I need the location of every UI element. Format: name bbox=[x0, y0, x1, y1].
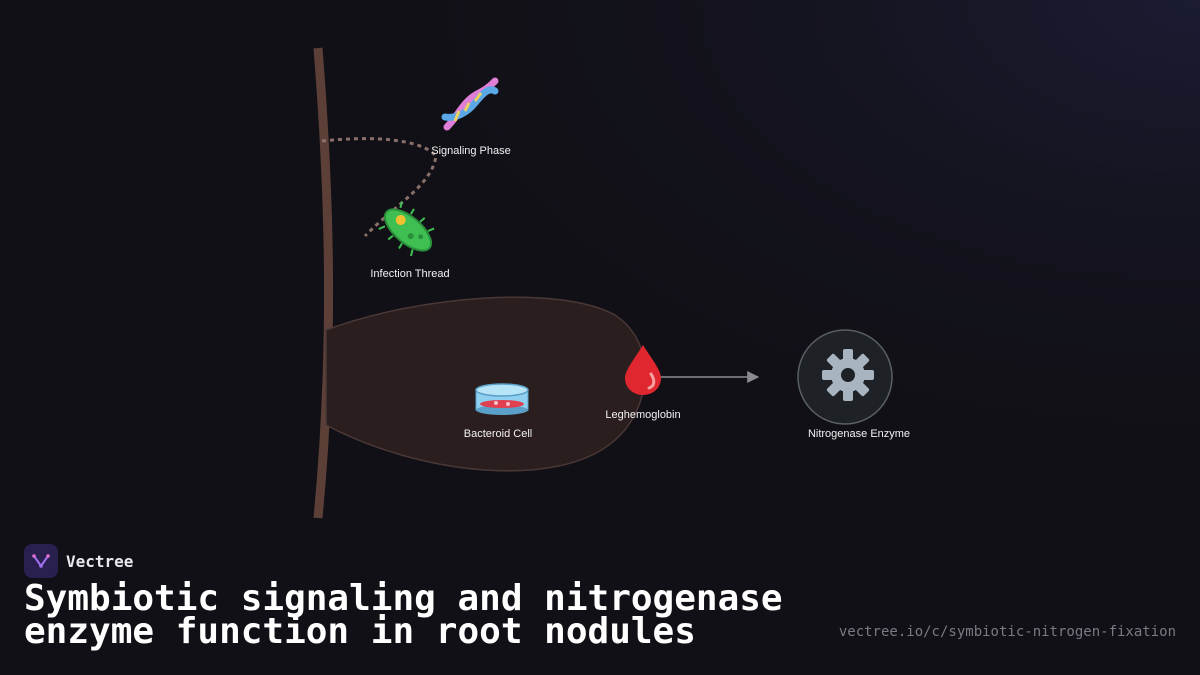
blood-drop-icon bbox=[625, 345, 661, 395]
node-label-bacteroid: Bacteroid Cell bbox=[463, 428, 533, 440]
node-label-signaling: Signaling Phase bbox=[431, 145, 511, 157]
nodule-body bbox=[325, 296, 646, 472]
brand-name: Vectree bbox=[66, 551, 134, 571]
node-label-leghemoglobin: Leghemoglobin bbox=[605, 409, 681, 421]
source-url: vectree.io/c/symbiotic-nitrogen-fixation bbox=[838, 624, 1176, 640]
root-wall bbox=[313, 47, 334, 519]
node-label-nitrogenase: Nitrogenase Enzyme bbox=[807, 428, 911, 440]
brand: Vectree bbox=[24, 544, 133, 578]
petri-dish-icon bbox=[475, 383, 529, 415]
vectree-logo-icon bbox=[24, 544, 58, 578]
dna-icon bbox=[441, 77, 499, 131]
page-title: Symbiotic signaling and nitrogenase enzy… bbox=[24, 578, 783, 652]
node-label-infection: Infection Thread bbox=[370, 268, 450, 280]
microbe-icon bbox=[378, 201, 435, 257]
gear-icon bbox=[822, 349, 874, 401]
